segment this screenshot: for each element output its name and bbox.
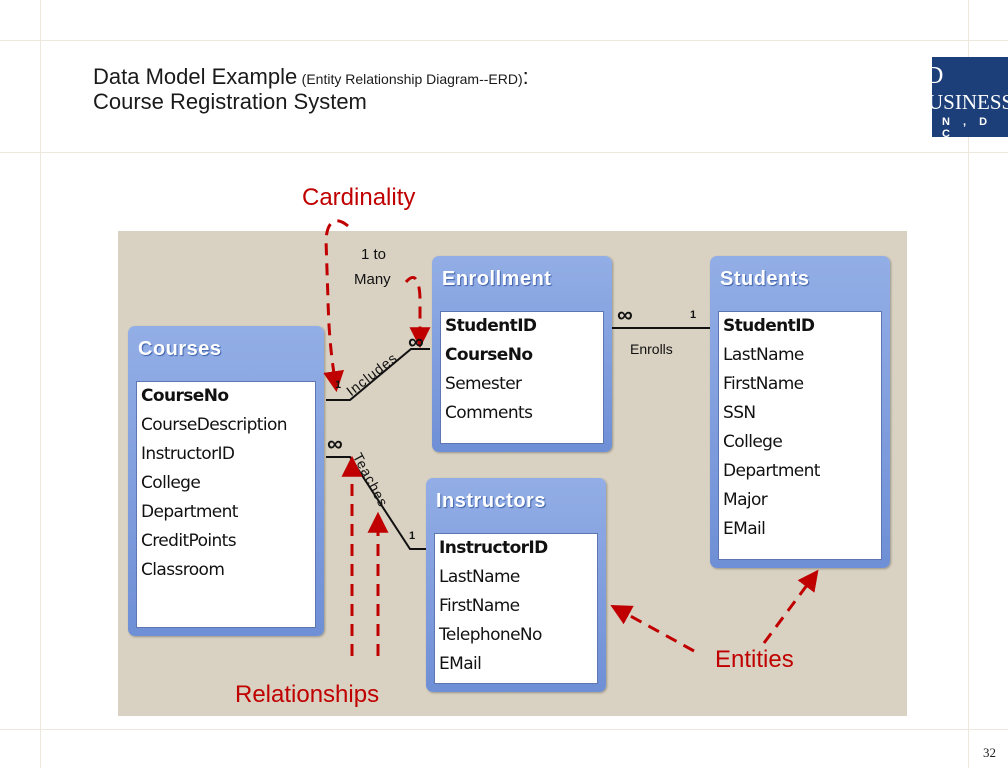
one-symbol-students-enrolls: 1	[690, 309, 697, 321]
relationships-label: Relationships	[235, 681, 380, 708]
teaches-line	[326, 456, 426, 550]
enrolls-label: Enrolls	[630, 341, 673, 357]
entity-name: Instructors	[436, 490, 546, 512]
title-line2: Course Registration System	[93, 89, 367, 115]
entity-field: Department	[723, 461, 820, 481]
guide-line-header	[0, 152, 1008, 153]
one-symbol-instructors-teaches: 1	[409, 530, 416, 542]
many-symbol-enrollment-enrolls: ∞	[617, 302, 633, 327]
entity-name: Students	[720, 268, 810, 290]
entities-arrow-2	[762, 569, 819, 644]
entity-field: FirstName	[723, 374, 804, 394]
entity-field: LastName	[723, 345, 804, 365]
entity-field: College	[141, 473, 201, 493]
entity-field: InstructorID	[141, 444, 235, 464]
entity-field: Department	[141, 502, 238, 522]
relationship-lines	[326, 327, 710, 550]
cardinality-arrow-many	[404, 276, 431, 349]
entity-field: CourseNo	[141, 386, 229, 406]
entity-field: Classroom	[141, 560, 225, 580]
title-main: Data Model Example	[93, 64, 298, 89]
many-symbol-enrollment-includes: ∞	[408, 329, 424, 354]
cardinality-arrow-one	[323, 219, 349, 393]
one-symbol-courses-includes: 1	[335, 379, 342, 391]
entity-name: Enrollment	[442, 268, 552, 290]
entity-field: StudentID	[723, 316, 815, 336]
one-to-label: 1 to	[361, 246, 387, 263]
entity-field: TelephoneNo	[439, 625, 542, 645]
entity-field: CourseNo	[445, 345, 533, 365]
logo-text-3: N , D C	[942, 116, 993, 137]
entity-field: Comments	[445, 403, 533, 423]
entity-field: InstructorID	[439, 538, 548, 558]
page-number: 32	[983, 745, 996, 760]
entity-field: LastName	[439, 567, 520, 587]
title-subtitle: (Entity Relationship Diagram--ERD)	[301, 71, 523, 87]
entity-field: EMail	[723, 519, 766, 539]
entity-field: StudentID	[445, 316, 537, 336]
slide-title: Data Model Example (Entity Relationship …	[93, 64, 529, 115]
entity-field: Semester	[445, 374, 522, 394]
guide-line-right	[968, 0, 969, 768]
guide-line-bottom	[0, 729, 1008, 730]
entity-field: FirstName	[439, 596, 520, 616]
guide-line-top	[0, 40, 1008, 41]
cardinality-label: Cardinality	[302, 184, 416, 211]
entities-arrow-1	[610, 604, 695, 653]
entity-field: SSN	[723, 403, 756, 423]
entity-field: CreditPoints	[141, 531, 237, 551]
entity-field: EMail	[439, 654, 482, 674]
title-colon: :	[522, 64, 529, 89]
entity-name: Courses	[138, 338, 222, 360]
logo-text-2: USINESS	[932, 90, 1008, 114]
entity-field: Major	[723, 490, 768, 510]
logo-text-1: D	[932, 63, 945, 89]
guide-line-left	[40, 0, 41, 768]
entity-field: CourseDescription	[141, 415, 288, 435]
entities-label: Entities	[715, 646, 794, 673]
includes-line	[326, 348, 430, 401]
entity-field: College	[723, 432, 783, 452]
cardinality-arrows	[323, 219, 819, 656]
many-label: Many	[354, 271, 391, 288]
many-symbol-courses-teaches: ∞	[327, 431, 343, 456]
school-logo: D USINESS N , D C	[932, 57, 1008, 137]
